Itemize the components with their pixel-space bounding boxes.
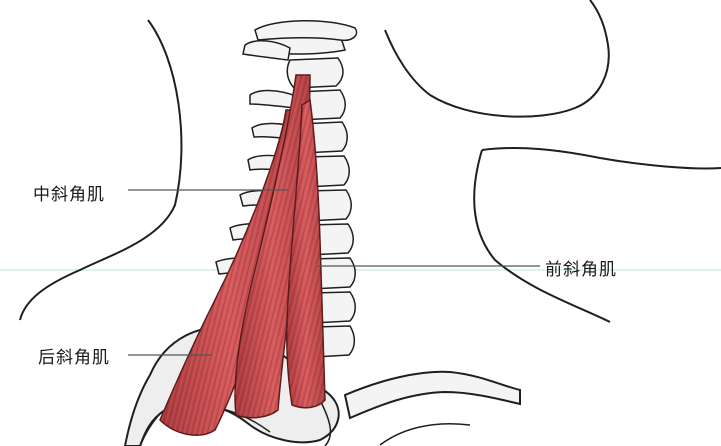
clavicle-edge (380, 424, 470, 445)
anterior-scalene-label: 前斜角肌 (545, 255, 617, 280)
posterior-scalene-label: 后斜角肌 (38, 343, 110, 368)
clavicle (345, 372, 520, 418)
skull-base (255, 21, 357, 41)
jaw-outline (385, 0, 609, 117)
throat-outline (474, 150, 610, 322)
neck-back-outline (20, 20, 181, 320)
jaw-line (482, 148, 721, 168)
middle-scalene-label: 中斜角肌 (33, 180, 105, 205)
